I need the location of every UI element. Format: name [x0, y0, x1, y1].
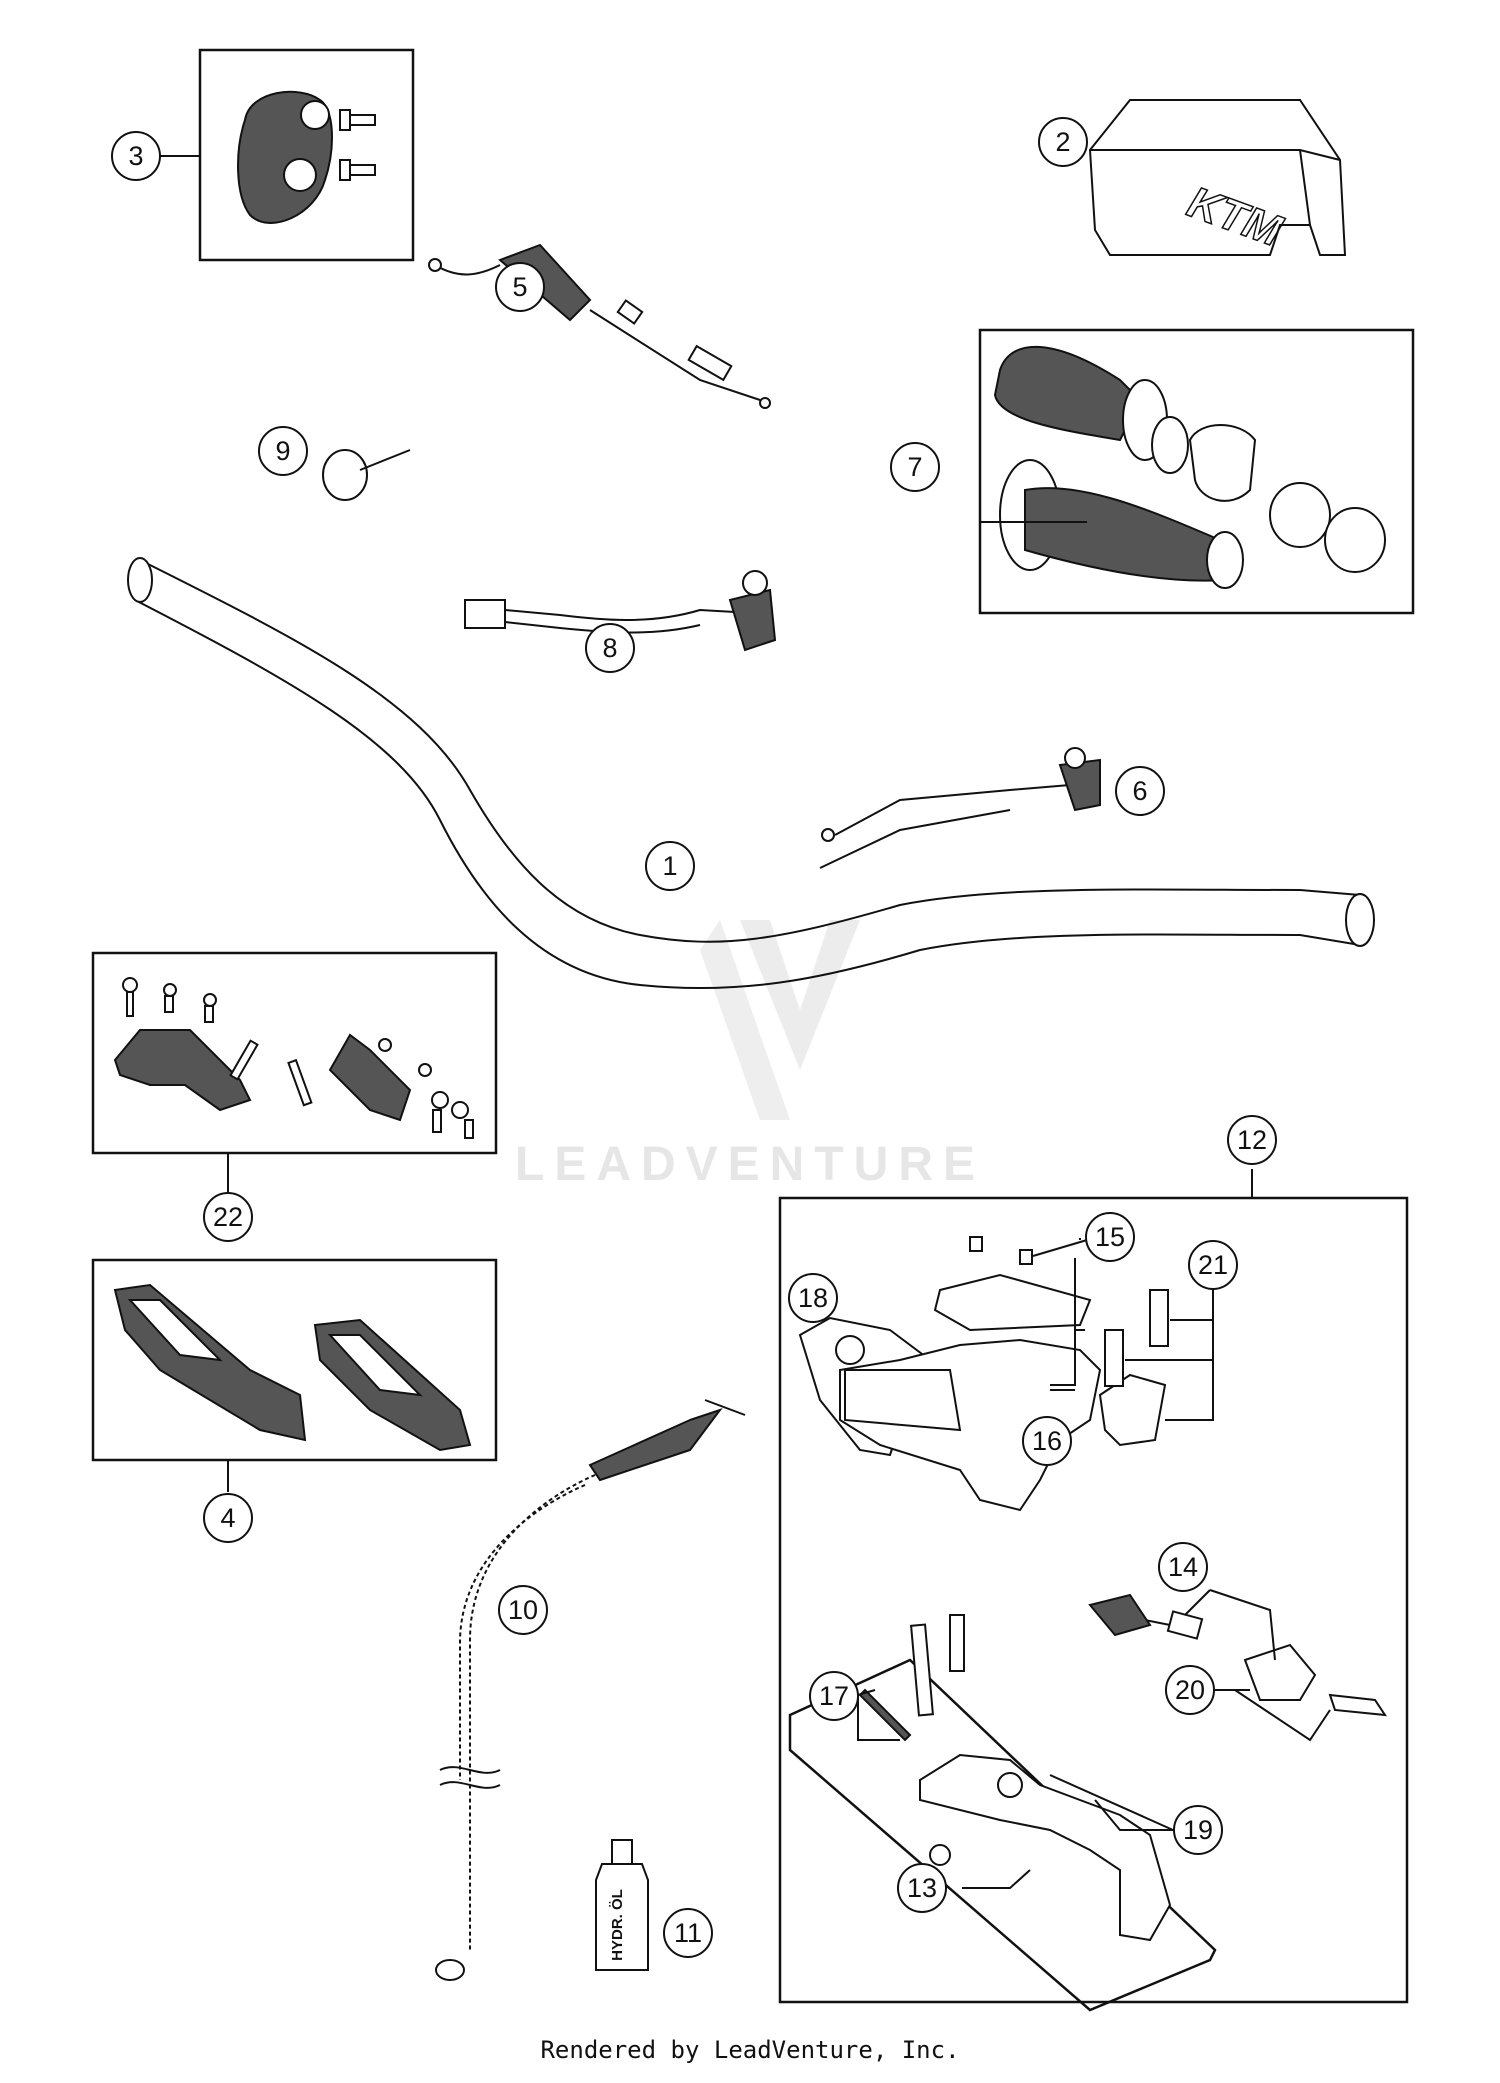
callout-8: 8 [585, 623, 635, 673]
switch-6-part [819, 747, 1101, 869]
callout-label: 20 [1175, 1675, 1205, 1705]
callout-15: 15 [1085, 1212, 1135, 1262]
master-cylinder-part [788, 1236, 1388, 2012]
handguards-part [113, 1283, 472, 1452]
callout-label: 11 [674, 1918, 702, 1948]
callout-16: 16 [1022, 1416, 1072, 1466]
callout-17: 17 [809, 1671, 859, 1721]
callout-11: 11 [663, 1908, 713, 1958]
callout-label: 10 [508, 1595, 538, 1625]
callout-13: 13 [897, 1863, 947, 1913]
callout-label: 13 [907, 1873, 937, 1903]
throttle-housing-part [237, 90, 376, 224]
callout-label: 19 [1183, 1815, 1213, 1845]
callout-19: 19 [1173, 1805, 1223, 1855]
callouts: 1 2 3 4 5 6 7 8 9 10 11 12 13 14 15 16 1… [111, 117, 1277, 1958]
brake-line-part [435, 1399, 746, 1981]
handlebar-part [127, 557, 1375, 990]
callout-12: 12 [1227, 1115, 1277, 1165]
callout-label: 15 [1095, 1222, 1125, 1252]
callout-label: 9 [275, 436, 290, 466]
callout-label: 17 [819, 1681, 849, 1711]
callout-label: 8 [602, 633, 617, 663]
callout-label: 5 [512, 272, 527, 302]
box-22 [91, 951, 498, 1155]
box-12 [778, 1196, 1409, 2004]
callout-label: 6 [1132, 776, 1147, 806]
callout-label: 4 [220, 1503, 235, 1533]
watermark-text: LEADVENTURE [515, 1138, 985, 1191]
callout-label: 18 [798, 1283, 828, 1313]
callout-5: 5 [495, 262, 545, 312]
throttle-cable-part [428, 243, 771, 409]
callout-label: 14 [1168, 1552, 1198, 1582]
callout-21: 21 [1188, 1240, 1238, 1290]
callout-3: 3 [111, 131, 161, 181]
callout-label: 22 [213, 1202, 243, 1232]
callout-label: 3 [128, 141, 143, 171]
watermark: LEADVENTURE [515, 920, 985, 1191]
callout-20: 20 [1165, 1665, 1215, 1715]
callout-label: 7 [907, 452, 922, 482]
grips-part [993, 345, 1386, 589]
bar-pad-part: KTM [1088, 99, 1347, 257]
callout-22: 22 [203, 1192, 253, 1242]
callout-label: 12 [1237, 1125, 1267, 1155]
callout-7: 7 [890, 442, 940, 492]
callout-6: 6 [1115, 766, 1165, 816]
callout-4: 4 [203, 1493, 253, 1543]
callout-label: 1 [662, 851, 677, 881]
cable-tie-part [322, 449, 411, 501]
callout-1: 1 [645, 841, 695, 891]
callout-label: 21 [1198, 1250, 1228, 1280]
callout-14: 14 [1158, 1542, 1208, 1592]
callout-10: 10 [498, 1585, 548, 1635]
callout-2: 2 [1038, 117, 1088, 167]
callout-18: 18 [788, 1273, 838, 1323]
footer-credit: Rendered by LeadVenture, Inc. [540, 2036, 960, 2064]
box-7 [978, 328, 1415, 615]
callout-label: 2 [1055, 127, 1070, 157]
oil-bottle-label: HYDR. ÖL [609, 1889, 626, 1961]
callout-9: 9 [258, 426, 308, 476]
mount-kit-part [113, 977, 474, 1139]
callout-label: 16 [1032, 1426, 1062, 1456]
oil-bottle-part: HYDR. ÖL [595, 1839, 649, 1971]
box-4 [91, 1258, 498, 1462]
leader-lines [158, 155, 1331, 1889]
